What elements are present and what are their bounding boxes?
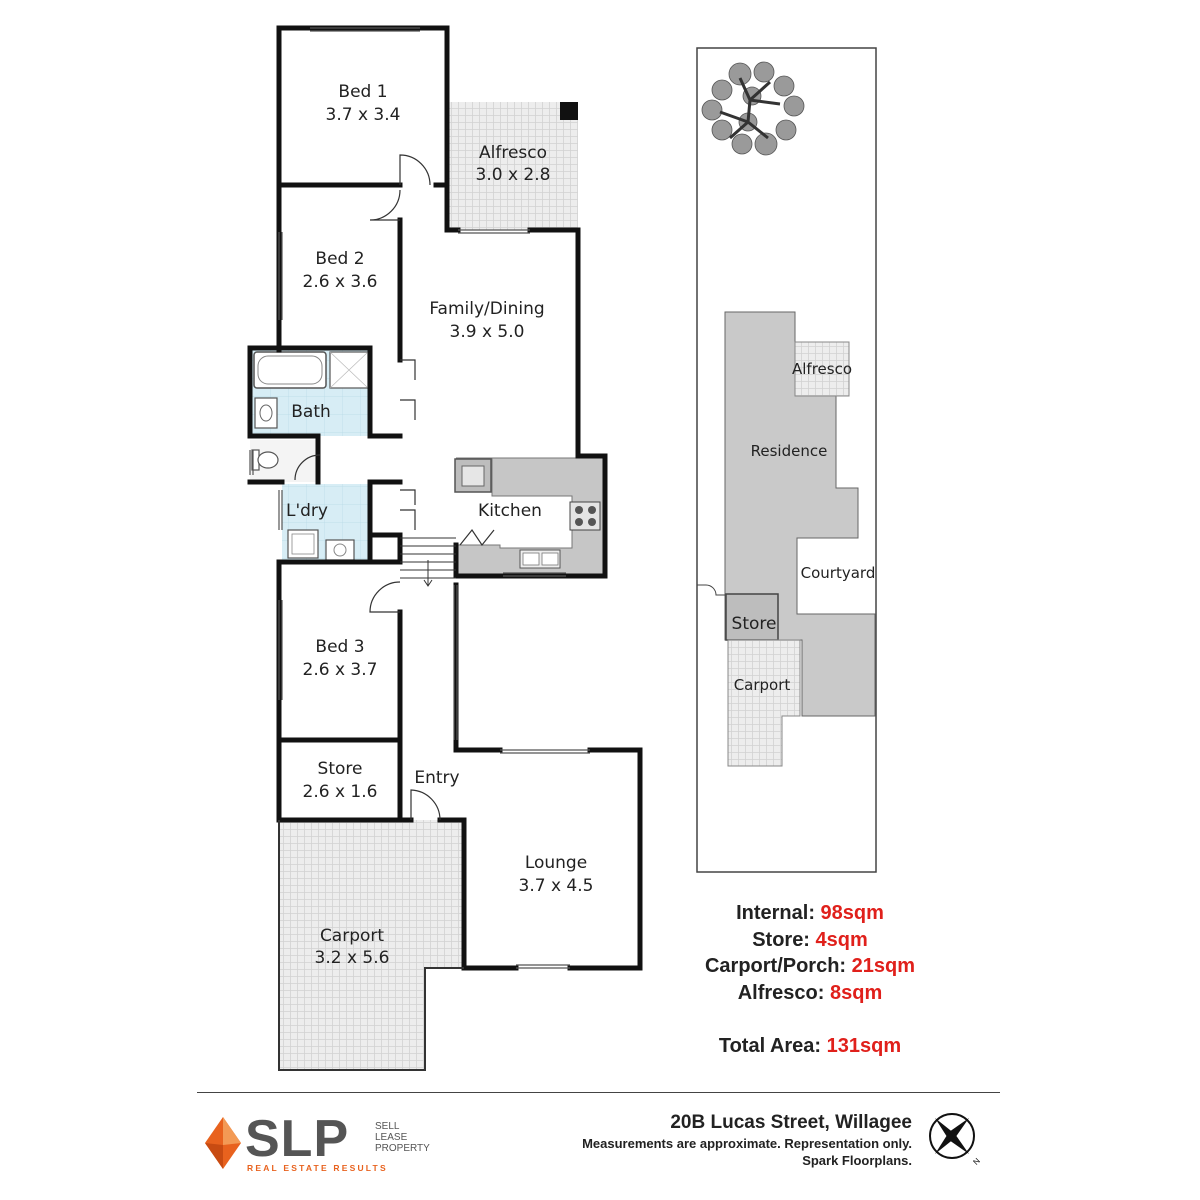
address-block: 20B Lucas Street, Willagee Measurements … <box>582 1111 912 1169</box>
carport-outline <box>278 820 464 1071</box>
alfresco-dims: 3.0 x 2.8 <box>476 165 551 185</box>
footer-divider <box>197 1092 1000 1093</box>
area-store: Store: 4sqm <box>752 928 868 951</box>
doors <box>294 154 495 821</box>
family-dims: 3.9 x 5.0 <box>450 322 525 342</box>
carport-dims: 3.2 x 5.6 <box>315 948 390 968</box>
bed3-name: Bed 3 <box>315 637 364 657</box>
carport-floor <box>279 820 464 1070</box>
kitchen-name: Kitchen <box>478 501 542 521</box>
site-store <box>725 593 779 641</box>
diamond-logo-icon <box>205 1117 241 1169</box>
family-name: Family/Dining <box>429 299 544 319</box>
alfresco-name: Alfresco <box>479 143 547 163</box>
property-address: 20B Lucas Street, Willagee <box>670 1112 912 1133</box>
area-summary: Internal: 98sqm Store: 4sqm Carport/Porc… <box>640 900 980 1060</box>
slp-logo: SLP SELL LEASE PROPERTY REAL ESTATE RESU… <box>203 1110 453 1175</box>
site-plan: Alfresco Residence Courtyard Store Carpo… <box>696 47 877 873</box>
bed1-dims: 3.7 x 3.4 <box>326 105 401 125</box>
store-dims: 2.6 x 1.6 <box>303 782 378 802</box>
logo-tagline: REAL ESTATE RESULTS <box>247 1163 388 1173</box>
bed2-name: Bed 2 <box>315 249 364 269</box>
area-carport: Carport/Porch: 21sqm <box>704 955 916 977</box>
cooktop <box>569 501 601 531</box>
site-carport-label: Carport <box>734 676 791 694</box>
disclaimer-line2: Spark Floorplans. <box>802 1153 912 1168</box>
site-residence-label: Residence <box>751 442 828 460</box>
logo-brand: SLP <box>245 1110 350 1168</box>
site-courtyard-label: Courtyard <box>801 564 876 582</box>
bed3-dims: 2.6 x 3.7 <box>303 660 378 680</box>
alfresco-post <box>560 102 578 120</box>
lounge-name: Lounge <box>525 853 587 873</box>
windows <box>249 27 590 969</box>
alfresco-floor <box>447 102 578 230</box>
lounge-dims: 3.7 x 4.5 <box>519 876 594 896</box>
entry-name: Entry <box>414 768 459 788</box>
store-walls <box>276 737 403 823</box>
tree-icon <box>701 61 805 156</box>
bath-name: Bath <box>291 402 331 422</box>
floor-plan: Bed 1 3.7 x 3.4 Alfresco 3.0 x 2.8 Bed 2… <box>247 25 877 1071</box>
bed1-name: Bed 1 <box>338 82 387 102</box>
site-store-label: Store <box>732 614 777 634</box>
north-compass-icon: N <box>929 1113 982 1167</box>
stairs <box>400 537 456 587</box>
area-internal: Internal: 98sqm <box>736 902 884 924</box>
carport-name: Carport <box>320 926 384 946</box>
laundry-name: L'dry <box>286 501 328 521</box>
store-name: Store <box>318 759 363 779</box>
site-alfresco <box>794 341 850 397</box>
area-total: Total Area: 131sqm <box>718 1035 902 1057</box>
area-alfresco: Alfresco: 8sqm <box>737 981 883 1004</box>
bed2-dims: 2.6 x 3.6 <box>303 272 378 292</box>
site-alfresco-label: Alfresco <box>792 360 852 378</box>
disclaimer-line1: Measurements are approximate. Representa… <box>582 1136 912 1151</box>
logo-sub: SELL LEASE PROPERTY <box>375 1121 430 1154</box>
site-carport <box>727 639 801 767</box>
compass-north-letter: N <box>971 1156 982 1167</box>
